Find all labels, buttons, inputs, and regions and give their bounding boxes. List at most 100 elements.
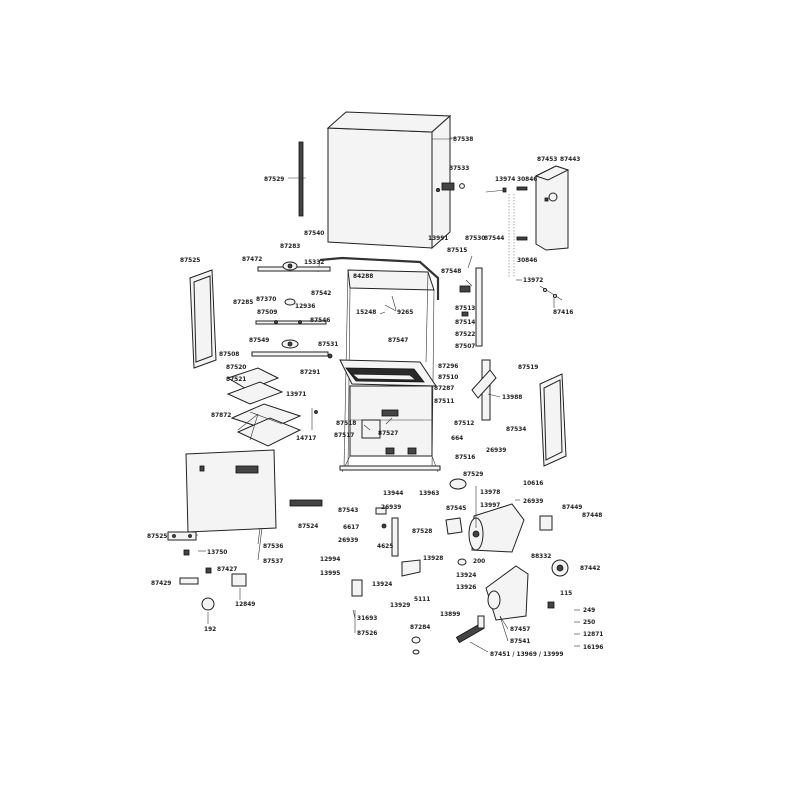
label-87427: 87427 (217, 565, 237, 573)
label-30846: 30846 (517, 256, 537, 264)
label-26939: 26939 (523, 497, 543, 505)
label-115: 115 (560, 589, 572, 597)
label-12936: 12936 (295, 302, 315, 310)
label-87525: 87525 (147, 532, 167, 540)
label-87516: 87516 (455, 453, 475, 461)
hood-seal-strip (288, 141, 306, 217)
wash-pump (539, 515, 569, 609)
label-87287: 87287 (434, 384, 454, 392)
label-87525: 87525 (180, 256, 200, 264)
label-15248: 15248 (356, 308, 376, 316)
label-87291: 87291 (300, 368, 320, 376)
label-664: 664 (451, 434, 463, 442)
lower-wash-arm (251, 339, 329, 357)
label-13997: 13997 (480, 501, 500, 509)
label-26939: 26939 (338, 536, 358, 544)
label-87543: 87543 (338, 506, 358, 514)
label-13928: 13928 (423, 554, 443, 562)
label-87530: 87530 (465, 234, 485, 242)
label-14717: 14717 (296, 434, 316, 442)
hood-handle-fitting (441, 182, 465, 191)
label-13991: 13991 (428, 234, 448, 242)
label-200: 200 (473, 557, 485, 565)
label-13963: 13963 (419, 489, 439, 497)
label-87443: 87443 (560, 155, 580, 163)
label-87283: 87283 (280, 242, 300, 250)
label-13924: 13924 (456, 571, 476, 579)
label-87540: 87540 (304, 229, 324, 237)
label-87529: 87529 (463, 470, 483, 478)
label-13972: 13972 (523, 276, 543, 284)
hood (326, 111, 456, 250)
label-87538: 87538 (453, 135, 473, 143)
label-87547: 87547 (388, 336, 408, 344)
label-87449: 87449 (562, 503, 582, 511)
upper-wash-arm (257, 261, 331, 272)
machine-frame (339, 269, 441, 473)
label-87513: 87513 (455, 304, 475, 312)
label-13974: 13974 (495, 175, 515, 183)
label-87544: 87544 (484, 234, 504, 242)
label-87519: 87519 (518, 363, 538, 371)
label-13924: 13924 (372, 580, 392, 588)
label-9265: 9265 (397, 308, 413, 316)
small-sensor-rod (539, 285, 563, 301)
label-4625: 4625 (377, 542, 393, 550)
label-12871: 12871 (583, 630, 603, 638)
label-87528: 87528 (412, 527, 432, 535)
label-13988: 13988 (502, 393, 522, 401)
label-5111: 5111 (414, 595, 430, 603)
label-249: 249 (583, 606, 595, 614)
filter-baskets (226, 367, 284, 405)
label-87453: 87453 (537, 155, 557, 163)
small-fittings-center (289, 353, 387, 529)
label-87549: 87549 (249, 336, 269, 344)
label-87537: 87537 (263, 557, 283, 565)
side-panel-left (189, 269, 217, 369)
label-87533: 87533 (449, 164, 469, 172)
label-87457: 87457 (510, 625, 530, 633)
label-87370: 87370 (256, 295, 276, 303)
control-box (534, 165, 570, 251)
label-87522: 87522 (455, 330, 475, 338)
label-87416: 87416 (553, 308, 573, 316)
label-16196: 16196 (583, 643, 603, 651)
detergent-pump-assembly (502, 186, 528, 278)
label-87511: 87511 (434, 397, 454, 405)
label-192: 192 (204, 625, 216, 633)
label-12994: 12994 (320, 555, 340, 563)
overflow-pipe (459, 267, 497, 421)
label-250: 250 (583, 618, 595, 626)
label-13995: 13995 (320, 569, 340, 577)
second-tank (485, 565, 529, 621)
label-10616: 10616 (523, 479, 543, 487)
label-87534: 87534 (506, 425, 526, 433)
boiler-tank (468, 503, 525, 553)
label-6617: 6617 (343, 523, 359, 531)
label-87448: 87448 (582, 511, 602, 519)
label-87296: 87296 (438, 362, 458, 370)
label-87507: 87507 (455, 342, 475, 350)
hose-assembly (351, 507, 467, 655)
side-panel-right (539, 373, 567, 467)
label-26939: 26939 (486, 446, 506, 454)
label-87524: 87524 (298, 522, 318, 530)
label-13899: 13899 (440, 610, 460, 618)
label-30846: 30846 (517, 175, 537, 183)
label-87285: 87285 (233, 298, 253, 306)
label-13978: 13978 (480, 488, 500, 496)
label-87512: 87512 (454, 419, 474, 427)
label-13750: 13750 (207, 548, 227, 556)
label-87541: 87541 (510, 637, 530, 645)
filter-tray-set (230, 403, 302, 447)
panel-hinge (167, 531, 197, 541)
label-87442: 87442 (580, 564, 600, 572)
label-15332: 15332 (304, 258, 324, 266)
label-84288: 84288 (353, 272, 373, 280)
label-87545: 87545 (446, 504, 466, 512)
label-87527: 87527 (378, 429, 398, 437)
label-87518: 87518 (336, 419, 356, 427)
label-13926: 13926 (456, 583, 476, 591)
small-fittings-left (179, 549, 247, 611)
drain-elbow (445, 478, 467, 535)
